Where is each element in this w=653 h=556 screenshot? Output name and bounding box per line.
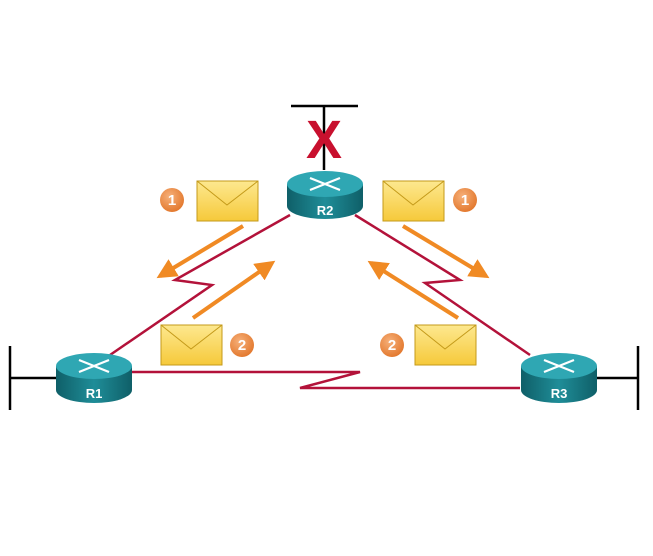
link-failure-x: X: [306, 110, 342, 170]
serial-link-r1-r3: [130, 370, 520, 390]
envelope-icon: [382, 180, 445, 222]
arrow-step1-left: [156, 224, 245, 279]
router-r2[interactable]: R2: [287, 171, 363, 219]
arrow-step1-right: [401, 224, 490, 279]
router-arrows-icon: [309, 176, 341, 192]
step-badge-label: 1: [168, 192, 176, 209]
step-badge-2-left: 2: [230, 333, 254, 357]
step-badge-label: 1: [461, 192, 469, 209]
envelope-icon: [196, 180, 259, 222]
lan-r2-failed: [291, 104, 358, 170]
step-badge-label: 2: [238, 337, 246, 354]
router-r3[interactable]: R3: [521, 353, 597, 403]
router-r2-label: R2: [317, 203, 334, 218]
arrow-step2-left: [191, 260, 276, 320]
router-r3-label: R3: [551, 386, 568, 401]
step-badge-1-right: 1: [453, 188, 477, 212]
lan-r1: [8, 346, 60, 410]
router-r1[interactable]: R1: [56, 353, 132, 403]
envelope-icon: [414, 324, 477, 366]
router-arrows-icon: [78, 358, 110, 374]
arrow-step2-right: [367, 260, 460, 320]
router-r1-label: R1: [86, 386, 103, 401]
router-arrows-icon: [543, 358, 575, 374]
serial-link-r1-r2: [109, 213, 291, 357]
step-badge-label: 2: [388, 337, 396, 354]
lan-r3: [590, 346, 640, 410]
step-badge-2-right: 2: [380, 333, 404, 357]
step-badge-1-left: 1: [160, 188, 184, 212]
envelope-icon: [160, 324, 223, 366]
serial-link-r2-r3: [354, 213, 531, 357]
